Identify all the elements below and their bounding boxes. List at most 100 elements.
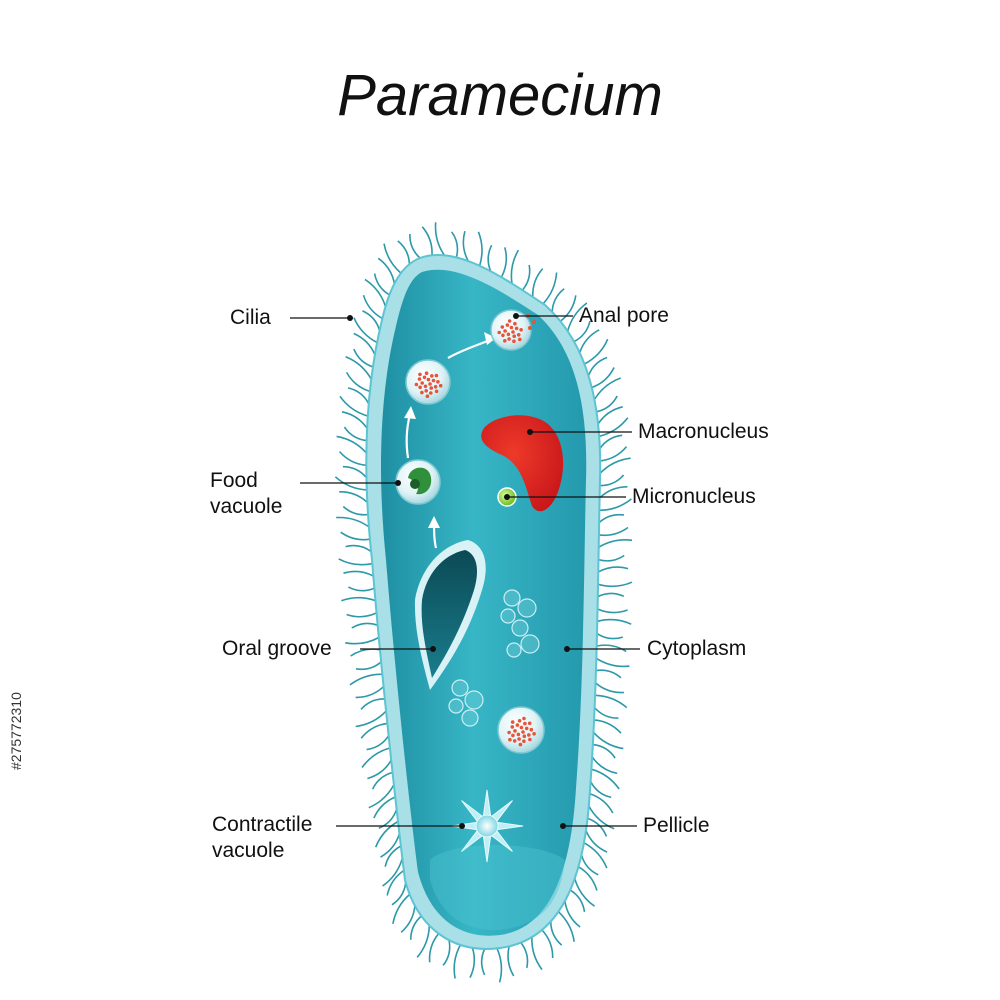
cilium <box>583 842 608 869</box>
cilium <box>339 395 368 417</box>
particle <box>518 742 523 747</box>
particle <box>513 729 517 733</box>
cilium <box>477 231 483 267</box>
particle <box>433 385 438 389</box>
particle <box>522 716 526 721</box>
cilium <box>362 310 381 331</box>
label-contractile-vacuole-line2: vacuole <box>212 839 285 862</box>
cilium <box>599 417 629 438</box>
cilium <box>573 878 595 907</box>
particle <box>528 737 532 742</box>
label-cytoplasm: Cytoplasm <box>647 637 747 660</box>
cilium <box>599 474 625 487</box>
particle <box>511 330 515 334</box>
cilium <box>596 632 624 640</box>
food-vacuole-main <box>395 459 441 505</box>
cilium <box>510 249 520 284</box>
particle <box>420 381 425 385</box>
cilium <box>591 768 620 790</box>
cilium <box>367 759 392 780</box>
cilium <box>589 781 612 799</box>
cilium <box>350 648 381 657</box>
cilium <box>343 570 374 577</box>
macronucleus <box>481 415 564 512</box>
particle <box>436 380 440 384</box>
cilium <box>340 531 371 541</box>
particle <box>527 733 531 737</box>
particle <box>438 383 443 388</box>
particle <box>429 386 434 390</box>
food-vacuole-lower <box>497 706 545 754</box>
cilium <box>366 735 390 751</box>
cilium <box>596 644 627 653</box>
label-pellicle: Pellicle <box>643 814 710 837</box>
cilium <box>384 845 402 867</box>
particle <box>510 725 515 729</box>
cilium <box>336 435 367 454</box>
cilium <box>597 406 623 425</box>
cilium <box>409 233 421 259</box>
particle <box>418 372 422 377</box>
cilium <box>594 719 622 734</box>
cilium <box>597 581 633 588</box>
cilium <box>521 264 531 291</box>
cilium <box>462 230 469 262</box>
cilium <box>557 911 575 942</box>
particle <box>521 730 525 734</box>
particle <box>417 377 422 381</box>
cilium <box>351 622 378 629</box>
cilium <box>588 805 615 830</box>
cilium <box>338 558 373 566</box>
cilium <box>397 240 411 265</box>
cilium <box>334 476 367 491</box>
particle <box>532 732 536 736</box>
cilium <box>409 915 422 940</box>
particle <box>507 337 511 341</box>
particle <box>513 321 517 326</box>
leader-lines <box>290 315 640 827</box>
particle <box>527 721 532 726</box>
label-oral-groove: Oral groove <box>222 637 332 660</box>
cilium <box>595 694 628 709</box>
cilium <box>597 608 628 614</box>
cilium <box>594 682 625 694</box>
cilium <box>597 592 625 598</box>
cilium <box>531 937 543 971</box>
label-food-vacuole: Food vacuole <box>210 468 282 520</box>
particle <box>426 377 431 382</box>
cilium <box>377 257 396 284</box>
label-micronucleus: Micronucleus <box>632 485 756 508</box>
label-food-vacuole-line1: Food <box>210 469 258 492</box>
cilium <box>360 722 388 739</box>
label-contractile-vacuole-line1: Contractile <box>212 813 313 836</box>
cilium <box>578 329 600 353</box>
arrow-heads <box>404 332 496 528</box>
vacuole-particles <box>497 319 523 344</box>
cilium <box>589 793 614 814</box>
cilium <box>383 243 402 274</box>
cilium <box>600 446 628 462</box>
label-macronucleus: Macronucleus <box>638 420 769 443</box>
vacuole-particles <box>507 716 536 747</box>
cilium <box>592 731 624 750</box>
cilium <box>597 566 629 573</box>
cilium <box>520 942 529 969</box>
cilium <box>434 222 445 256</box>
particle <box>519 328 523 332</box>
cilium <box>580 854 599 876</box>
contractile-vacuole <box>450 789 524 863</box>
label-cilia: Cilia <box>230 306 271 329</box>
particle <box>508 737 512 742</box>
cilium <box>361 747 391 768</box>
cilium <box>400 905 416 933</box>
particle <box>509 325 514 330</box>
particle <box>414 382 419 387</box>
particle <box>424 389 429 393</box>
cilium <box>578 866 598 891</box>
cilium <box>566 302 588 332</box>
particle <box>524 726 529 731</box>
cilium <box>598 539 633 548</box>
cilium <box>342 465 368 479</box>
cilium <box>374 820 399 848</box>
